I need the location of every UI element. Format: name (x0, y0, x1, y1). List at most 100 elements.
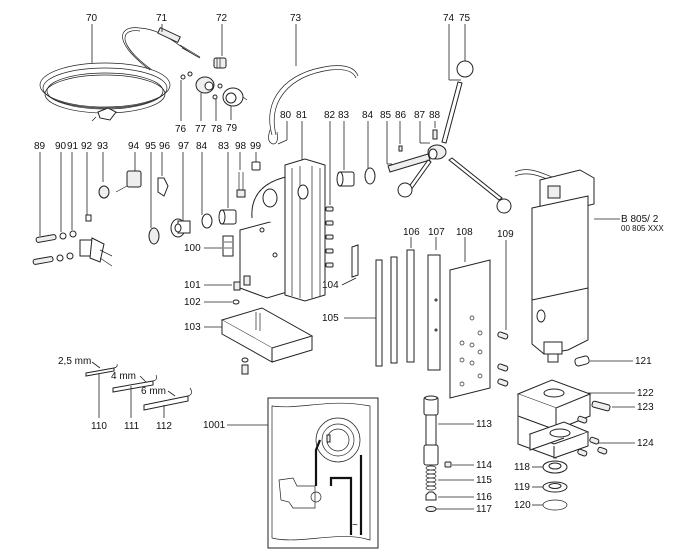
switch-assembly-92 (79, 214, 113, 267)
label-111: 111 (124, 421, 140, 432)
hex-key-size-4: 4 mm (111, 371, 136, 382)
spindle-113 (423, 395, 439, 466)
label-75: 75 (459, 13, 471, 24)
label-108: 108 (456, 227, 473, 238)
cable-gland (213, 57, 227, 69)
cable-holder-79 (222, 87, 248, 107)
circlip-120 (542, 499, 568, 511)
pin-86 (398, 145, 403, 152)
screws-109 (497, 331, 509, 387)
screw-123 (591, 400, 611, 412)
label-72: 72 (216, 13, 228, 24)
rack-107 (427, 254, 441, 371)
label-100: 100 (184, 243, 201, 254)
bushing-83-mid (218, 209, 237, 225)
drill-motor (514, 169, 595, 363)
hex-key-size-6: 6 mm (141, 386, 166, 397)
gear-95 (148, 227, 160, 245)
hub-87 (427, 144, 447, 160)
screw-103 (241, 364, 249, 375)
label-93: 93 (97, 141, 109, 152)
safety-chain (268, 65, 359, 145)
sleeve-121 (574, 355, 590, 367)
label-1001: 1001 (203, 420, 226, 431)
label-96: 96 (159, 141, 171, 152)
label-116: 116 (476, 492, 492, 503)
stand-frame-81 (239, 158, 326, 302)
screw-101 (233, 281, 241, 291)
machine-model-label: B 805/ 2 (621, 214, 659, 225)
label-102: 102 (184, 297, 201, 308)
hex-key-size-2-5: 2,5 mm (58, 356, 91, 367)
handle-arms-74 (407, 81, 503, 201)
bracket-96 (157, 177, 169, 197)
screw-101b (243, 275, 251, 286)
label-83-mid: 83 (218, 141, 230, 152)
screws-78 (212, 83, 223, 100)
label-92: 92 (81, 141, 93, 152)
label-97: 97 (178, 141, 190, 152)
power-cable-coil (39, 62, 171, 122)
label-104: 104 (322, 280, 339, 291)
label-87: 87 (414, 110, 426, 121)
washer-118 (542, 460, 568, 474)
screw-114 (444, 461, 452, 468)
label-106: 106 (403, 227, 420, 238)
label-84-mid: 84 (196, 141, 208, 152)
label-124: 124 (637, 438, 654, 449)
label-85: 85 (380, 110, 392, 121)
label-88: 88 (429, 110, 441, 121)
feed-shaft-85 (387, 153, 431, 173)
label-121: 121 (635, 356, 652, 367)
label-82: 82 (324, 110, 336, 121)
label-114: 114 (476, 460, 492, 471)
hex-key-6mm (143, 387, 192, 411)
washer-102 (232, 299, 240, 305)
slide-plate-108 (449, 259, 491, 399)
label-89: 89 (34, 141, 46, 152)
ac-symbol: ~ (352, 520, 358, 531)
label-123: 123 (637, 402, 654, 413)
knob-75-right (496, 198, 512, 214)
label-105: 105 (322, 313, 339, 324)
label-118: 118 (514, 462, 530, 473)
ring-84 (364, 167, 376, 185)
knob-75-top (456, 60, 474, 78)
strip-104 (351, 244, 359, 278)
label-76: 76 (175, 124, 187, 135)
clamp-block-122 (516, 379, 592, 459)
label-84-top: 84 (362, 110, 374, 121)
bushing-83 (336, 171, 355, 187)
wiring-inset-1001 (267, 397, 379, 549)
spring-115 (425, 465, 437, 491)
small-screws-76 (180, 71, 193, 80)
washer-119 (542, 481, 568, 493)
flange-bushing-97 (170, 218, 191, 238)
screws-124 (577, 415, 608, 457)
ring-84-mid (201, 213, 213, 229)
label-73: 73 (290, 13, 302, 24)
label-110: 110 (91, 421, 107, 432)
label-79: 79 (226, 123, 238, 134)
label-80: 80 (280, 110, 292, 121)
brush-98 (236, 172, 246, 198)
nut-117 (425, 506, 437, 512)
label-90: 90 (55, 141, 67, 152)
nut-93 (98, 185, 110, 199)
hex-key-2-5mm (85, 363, 118, 377)
label-86: 86 (395, 110, 407, 121)
washers-90-91 (56, 230, 77, 262)
label-107: 107 (428, 227, 445, 238)
toggle-switch-94 (115, 170, 142, 193)
label-74: 74 (443, 13, 455, 24)
base-plate-103 (220, 307, 314, 363)
label-113: 113 (476, 419, 492, 430)
machine-code-label: 00 805 XXX (621, 224, 664, 233)
label-117: 117 (476, 504, 492, 515)
label-95: 95 (145, 141, 157, 152)
label-81: 81 (296, 110, 308, 121)
label-plate-100 (222, 235, 234, 257)
label-112: 112 (156, 421, 172, 432)
label-99: 99 (250, 141, 262, 152)
